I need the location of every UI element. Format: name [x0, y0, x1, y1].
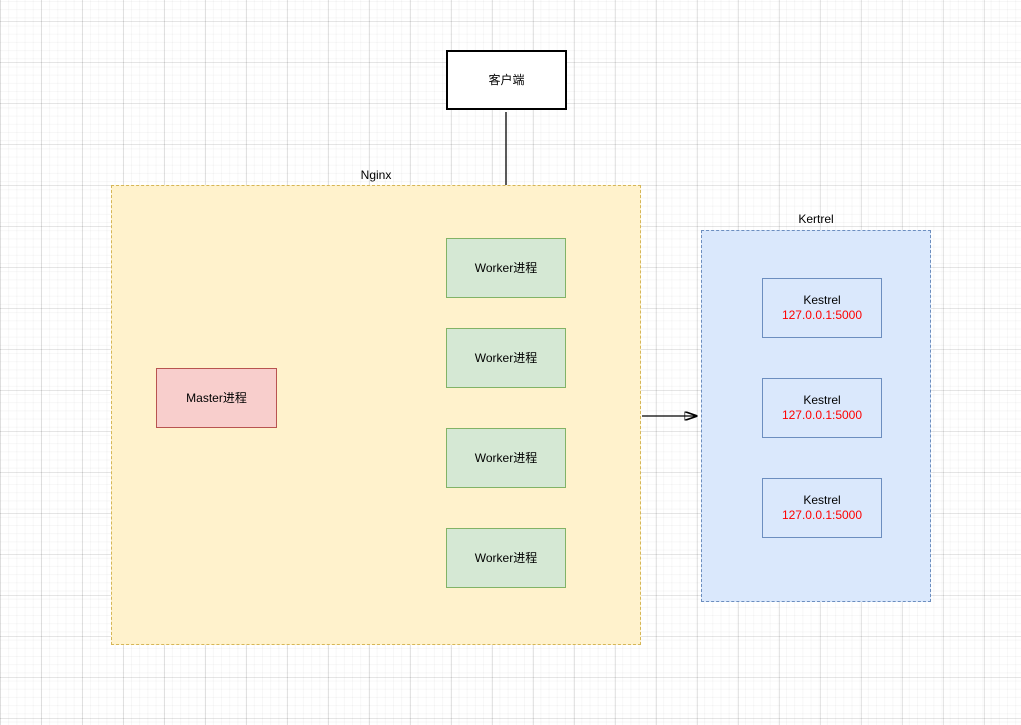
kestrel-node-title: Kestrel [803, 293, 841, 307]
kestrel-node-1[interactable]: Kestrel 127.0.0.1:5000 [762, 278, 882, 338]
client-node[interactable]: 客户端 [446, 50, 567, 110]
worker-process-node-2[interactable]: Worker进程 [446, 328, 566, 388]
worker-process-label: Worker进程 [474, 450, 538, 465]
worker-process-node-3[interactable]: Worker进程 [446, 428, 566, 488]
kestrel-node-address: 127.0.0.1:5000 [781, 508, 863, 522]
worker-process-label: Worker进程 [474, 550, 538, 565]
worker-process-node-4[interactable]: Worker进程 [446, 528, 566, 588]
kestrel-node-title: Kestrel [803, 393, 841, 407]
kertrel-container-label: Kertrel [798, 212, 834, 226]
kestrel-node-3[interactable]: Kestrel 127.0.0.1:5000 [762, 478, 882, 538]
master-process-node[interactable]: Master进程 [156, 368, 277, 428]
nginx-container-label: Nginx [360, 168, 392, 182]
kestrel-node-address: 127.0.0.1:5000 [781, 408, 863, 422]
worker-process-node-1[interactable]: Worker进程 [446, 238, 566, 298]
kestrel-node-address: 127.0.0.1:5000 [781, 308, 863, 322]
worker-process-label: Worker进程 [474, 350, 538, 365]
worker-process-label: Worker进程 [474, 260, 538, 275]
kestrel-node-title: Kestrel [803, 493, 841, 507]
client-node-label: 客户端 [488, 72, 525, 87]
kestrel-node-2[interactable]: Kestrel 127.0.0.1:5000 [762, 378, 882, 438]
master-process-label: Master进程 [186, 390, 247, 405]
